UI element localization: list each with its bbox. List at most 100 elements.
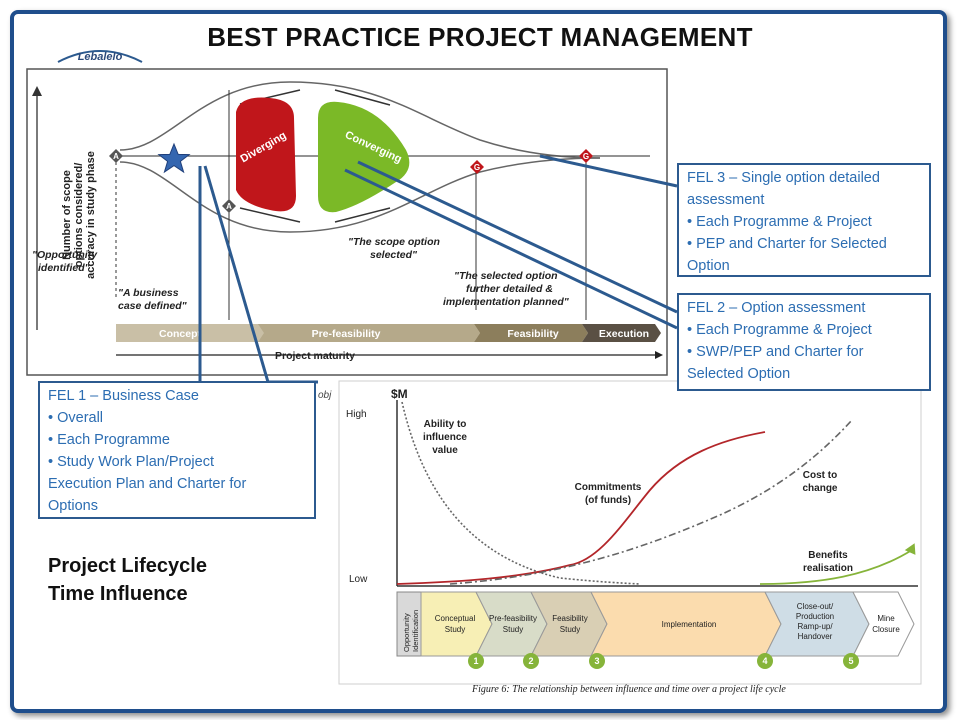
stage-label: Study (560, 625, 580, 634)
stage-label: Production (796, 612, 834, 621)
stage-label: Handover (798, 632, 833, 641)
gate-number-badge (468, 653, 484, 669)
influence-label: value (432, 445, 458, 456)
stage-label: Study (445, 625, 465, 634)
diverging-shape (236, 97, 296, 212)
svg-text:accuracy in study phase: accuracy in study phase (85, 151, 97, 279)
commitments-label: Commitments (575, 482, 642, 493)
phase-feasibility (474, 324, 588, 342)
fel1-bullet: • Study Work Plan/Project (48, 454, 214, 470)
svg-text:Opportunity: Opportunity (402, 613, 411, 652)
star-icon (157, 142, 191, 174)
stage-label: Conceptual (435, 614, 476, 623)
phase-execution (582, 324, 661, 342)
influence-label: influence (423, 432, 467, 443)
flow-arrow (239, 207, 301, 223)
stage-label: Mine (877, 614, 895, 623)
benefits-arrowhead (904, 543, 916, 555)
option-detailed-label: further detailed & (466, 283, 553, 295)
stage-label: Close-out/ (797, 602, 834, 611)
gate-number: 2 (528, 656, 533, 666)
connector-fel2 (357, 160, 678, 314)
fel1-bullet: • Each Programme (48, 432, 170, 448)
fel1-heading: FEL 1 – Business Case (48, 388, 199, 404)
fel2-heading: FEL 2 – Option assessment (687, 300, 866, 316)
fel1-bullet: • Overall (48, 410, 104, 426)
flow-arrow (334, 89, 391, 106)
svg-text:G: G (583, 152, 589, 161)
maturity-arrowhead (655, 351, 663, 359)
option-detailed-label: implementation planned" (443, 296, 570, 308)
page-title: BEST PRACTICE PROJECT MANAGEMENT (207, 22, 753, 52)
gate-number-badge (589, 653, 605, 669)
stage-label: Feasibility (552, 614, 588, 623)
logo-text: Lebalelo (78, 51, 123, 63)
chart-y-label: $M (391, 387, 408, 401)
gate-number: 1 (473, 656, 478, 666)
fel3-heading: FEL 3 – Single option detailed (687, 170, 880, 186)
fel2-bullet: • SWP/PEP and Charter for (687, 344, 864, 360)
text-fragment: obj (318, 390, 332, 401)
business-case-label: "A business (118, 287, 179, 299)
gate-number-badge (523, 653, 539, 669)
phase-prefeasibility (258, 324, 480, 342)
fel2-bullet: • Each Programme & Project (687, 322, 872, 338)
fel1-box: FEL 1 – Business Case • Overall • Each P… (38, 381, 316, 519)
benefits-label: Benefits (808, 550, 848, 561)
phase-label: Concept (159, 328, 202, 340)
lifecycle-subheading: Project Lifecycle Time Influence (48, 552, 207, 608)
subhead-line: Time Influence (48, 583, 188, 605)
fel2-box: FEL 2 – Option assessment • Each Program… (677, 293, 931, 391)
y-axis-arrowhead (32, 86, 42, 96)
benefits-curve (759, 549, 913, 585)
cost-to-change-label: change (802, 483, 837, 494)
opportunity-label: identified" (38, 262, 91, 274)
chart-high-label: High (346, 409, 367, 420)
fel1-bullet: Execution Plan and Charter for (48, 476, 247, 492)
fel1-bullet: Options (48, 498, 98, 514)
gate-g-marker: G (470, 160, 484, 174)
opportunity-label: "Opportunity (32, 249, 98, 261)
commitments-curve (396, 431, 766, 585)
connector-fel2 (344, 168, 678, 330)
svg-text:Identification: Identification (411, 610, 420, 652)
gate-number: 5 (848, 656, 853, 666)
fel3-heading: assessment (687, 192, 765, 208)
converging-shape (318, 101, 410, 213)
flow-arrow (334, 207, 391, 223)
funnel-top-curve (119, 81, 601, 159)
gate-a-marker: A (109, 149, 123, 163)
stage-label: Ramp-up/ (797, 622, 833, 631)
phase-concept (116, 324, 266, 342)
fel3-bullet: • Each Programme & Project (687, 214, 872, 230)
business-case-label: case defined" (118, 300, 188, 312)
stage-opportunity-label: Opportunity Identification (402, 610, 420, 652)
stage-opportunity (396, 591, 422, 657)
phase-label: Feasibility (507, 328, 559, 340)
svg-text:A: A (113, 152, 119, 161)
benefits-label: realisation (803, 563, 853, 574)
option-detailed-label: "The selected option (454, 270, 558, 282)
funnel-bottom-curve (119, 157, 601, 233)
stage-label: Closure (872, 625, 900, 634)
y-axis-label: Number of scope options considered/ accu… (61, 151, 97, 279)
phase-label: Execution (599, 328, 649, 340)
fel3-bullet: • PEP and Charter for Selected (687, 236, 887, 252)
chart-low-label: Low (349, 574, 368, 585)
connector-fel3 (539, 154, 678, 188)
svg-text:A: A (226, 202, 232, 211)
influence-curve (401, 401, 641, 585)
cost-to-change-label: Cost to (803, 470, 837, 481)
gate-number: 3 (594, 656, 599, 666)
stage-label: Pre-feasibility (489, 614, 537, 623)
stage-label: Implementation (662, 620, 717, 629)
fel3-bullet: Option (687, 258, 730, 274)
stage-mine-closure (852, 591, 915, 657)
svg-text:options considered/: options considered/ (73, 163, 85, 268)
gate-g-marker: G (579, 149, 593, 163)
gate-number-badge (843, 653, 859, 669)
svg-text:Number of scope: Number of scope (61, 170, 73, 260)
figure-caption: Figure 6: The relationship between influ… (472, 684, 786, 695)
commitments-label: (of funds) (585, 495, 631, 506)
subhead-line: Project Lifecycle (48, 555, 207, 577)
